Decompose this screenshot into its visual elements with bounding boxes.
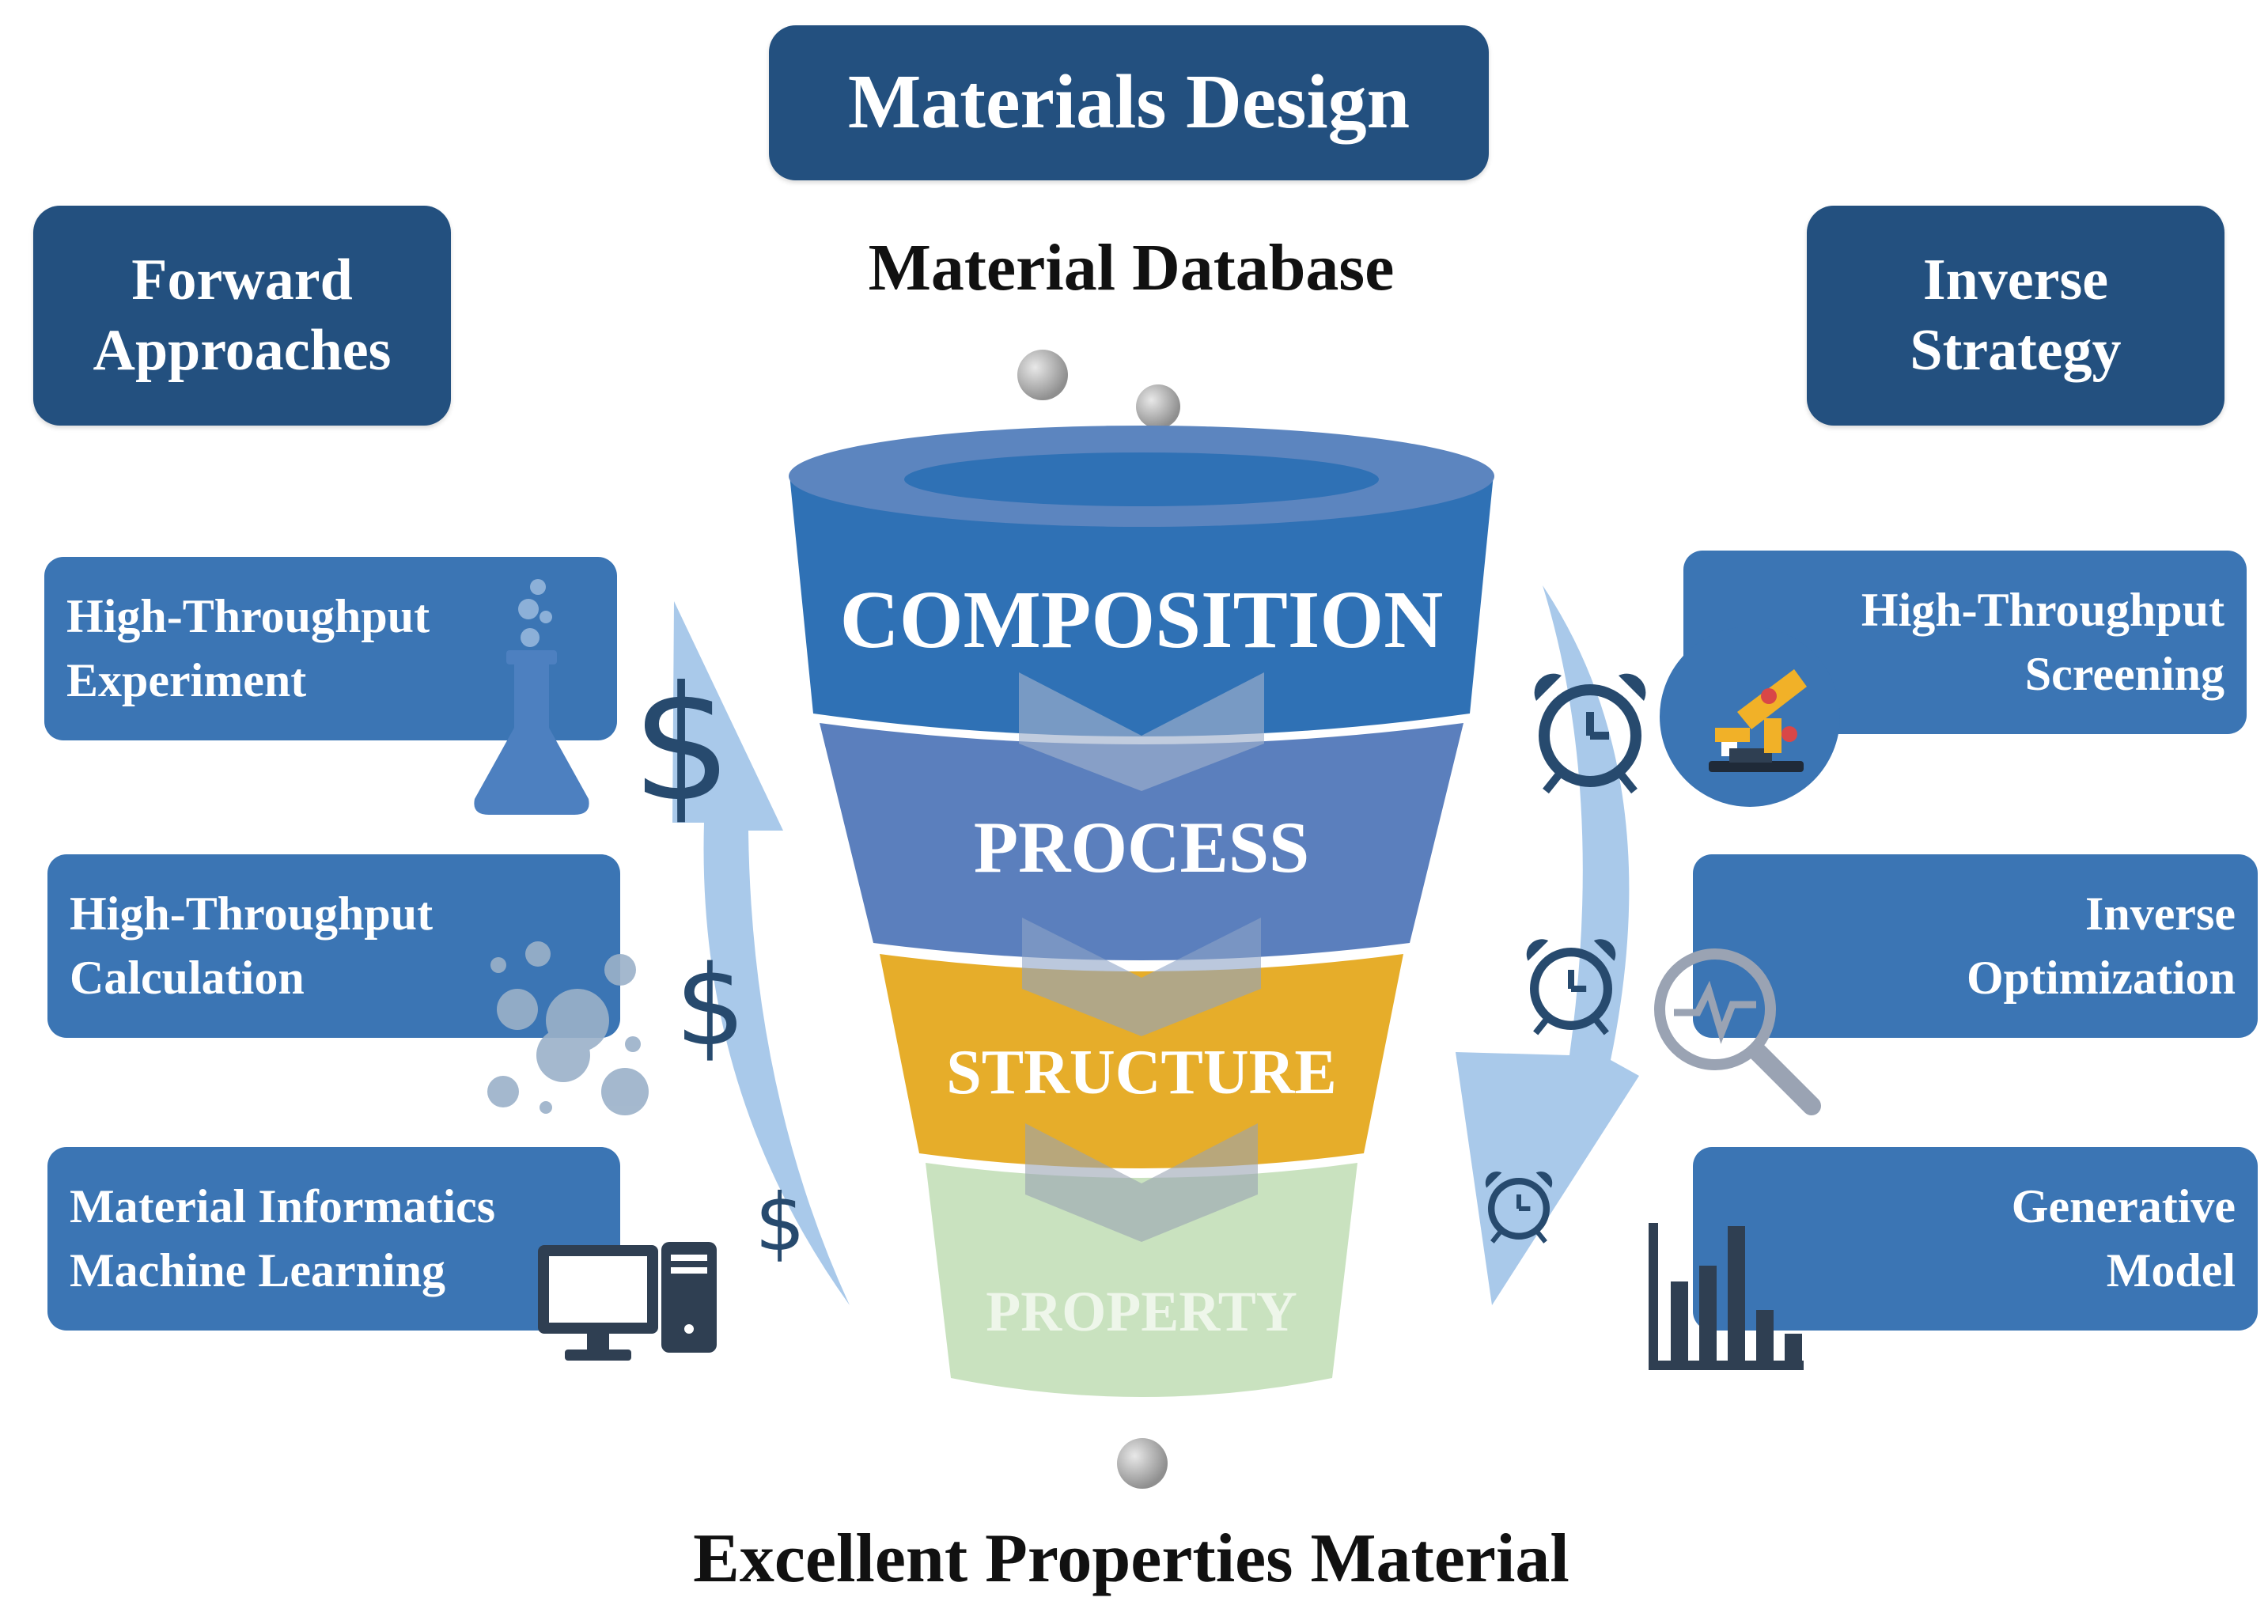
alarm-clock-icon [1485, 1171, 1553, 1244]
forward-approaches-box: Forward Approaches [33, 206, 451, 426]
funnel-stage-property [926, 1163, 1357, 1397]
bubbles-icon [487, 941, 649, 1115]
ball-icon [1017, 350, 1068, 400]
forward-arrow-up [672, 601, 850, 1305]
dollar-icon: $ [675, 942, 745, 1071]
inverse-title-line2: Strategy [1910, 318, 2122, 383]
material-database-label: Material Database [868, 231, 1395, 305]
forward-title-line1: Forward [131, 248, 353, 313]
forward-item-line1: High-Throughput [70, 888, 434, 940]
magnifier-icon [1654, 948, 1821, 1115]
forward-item-line2: Machine Learning [70, 1244, 445, 1297]
bar-chart-icon [1649, 1223, 1804, 1370]
chevron-down-icon [1019, 672, 1264, 791]
inverse-item-line2: Screening [2024, 648, 2224, 700]
inverse-item-optimization: Inverse Optimization [1693, 854, 2258, 1038]
funnel-stage-composition [789, 475, 1494, 736]
computer-icon [538, 1242, 717, 1361]
materials-design-title-box: Materials Design [769, 25, 1489, 180]
alarm-clock-icon [1526, 939, 1616, 1035]
dollar-icon: $ [631, 653, 732, 837]
forward-item-machine-learning: Material Informatics Machine Learning [47, 1147, 620, 1331]
forward-item-line2: Experiment [66, 654, 307, 706]
robot-arm-icon [1660, 627, 1840, 807]
excellent-properties-label: Excellent Properties Material [693, 1520, 1569, 1597]
forward-item-line2: Calculation [70, 952, 305, 1004]
ball-icon [1117, 1438, 1168, 1489]
alarm-clock-icon [1534, 673, 1646, 794]
inverse-item-line1: Generative [2011, 1180, 2236, 1232]
funnel-stage-process [820, 723, 1463, 960]
inverse-title-line1: Inverse [1922, 248, 2109, 313]
forward-item-line1: Material Informatics [70, 1180, 496, 1232]
funnel-label-process: PROCESS [974, 807, 1309, 888]
page-title: Materials Design [847, 59, 1410, 146]
funnel-label-structure: STRUCTURE [946, 1038, 1336, 1107]
funnel-top-inner [904, 452, 1379, 506]
funnel-label-property: PROPERTY [986, 1280, 1297, 1343]
inverse-item-line2: Model [2106, 1244, 2236, 1297]
funnel-label-composition: COMPOSITION [840, 574, 1444, 665]
flask-icon [474, 579, 589, 815]
inverse-item-generative: Generative Model [1693, 1147, 2258, 1331]
forward-title-line2: Approaches [93, 318, 392, 383]
inverse-item-line1: High-Throughput [1861, 584, 2224, 636]
inverse-strategy-box: Inverse Strategy [1807, 206, 2224, 426]
forward-item-line1: High-Throughput [66, 590, 430, 642]
chevron-down-icon [1025, 1123, 1258, 1242]
dollar-icon: $ [755, 1176, 805, 1269]
chevron-down-icon [1022, 918, 1261, 1036]
inverse-item-line2: Optimization [1967, 952, 2236, 1004]
inverse-item-line1: Inverse [2085, 888, 2236, 940]
funnel: COMPOSITION PROCESS STRUCTURE PROPERTY [789, 426, 1494, 1397]
ball-icon [1136, 384, 1180, 429]
inverse-arrow-down [1456, 585, 1639, 1305]
funnel-stage-structure [880, 954, 1403, 1168]
